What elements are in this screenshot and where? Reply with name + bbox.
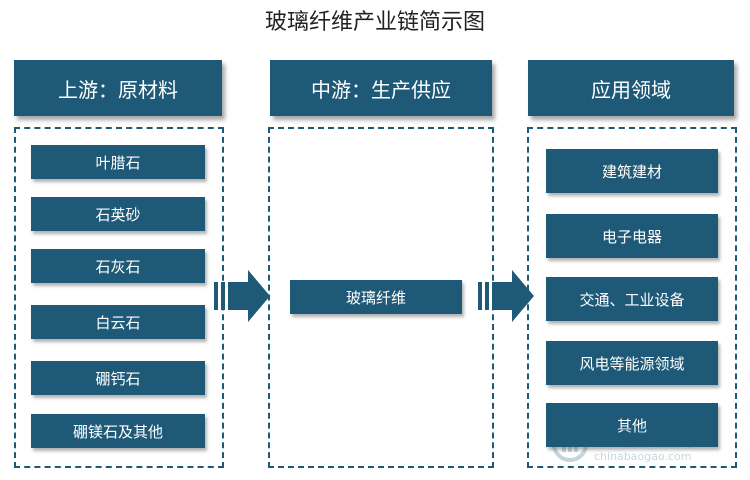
flow-arrow-1 [214,270,270,322]
upstream-header: 上游：原材料 [14,60,222,116]
application-item-4: 风电等能源领域 [546,341,718,385]
application-panel: 建筑建材 电子电器 交通、工业设备 风电等能源领域 其他 [527,127,737,468]
midstream-panel: 玻璃纤维 [268,127,494,468]
watermark-subtext: chinabaogao.com [594,450,692,463]
watermark-logo-icon [552,426,588,462]
watermark: 观研报告网 chinabaogao.com [550,422,720,468]
upstream-item-3: 石灰石 [31,249,205,283]
midstream-header: 中游：生产供应 [270,60,492,116]
upstream-panel: 叶腊石 石英砂 石灰石 白云石 硼钙石 硼镁石及其他 [14,127,224,468]
flow-arrow-2 [478,270,534,322]
application-item-5: 其他 [546,403,718,447]
upstream-item-4: 白云石 [31,305,205,339]
upstream-item-1: 叶腊石 [31,145,205,179]
watermark-text: 观研报告网 [594,426,694,450]
upstream-item-6: 硼镁石及其他 [31,414,205,448]
midstream-item-1: 玻璃纤维 [290,280,462,314]
application-header: 应用领域 [528,60,734,116]
application-item-3: 交通、工业设备 [546,277,718,321]
application-item-2: 电子电器 [546,214,718,258]
upstream-item-2: 石英砂 [31,197,205,231]
upstream-item-5: 硼钙石 [31,361,205,395]
application-item-1: 建筑建材 [546,149,718,193]
diagram-title: 玻璃纤维产业链简示图 [264,10,485,35]
